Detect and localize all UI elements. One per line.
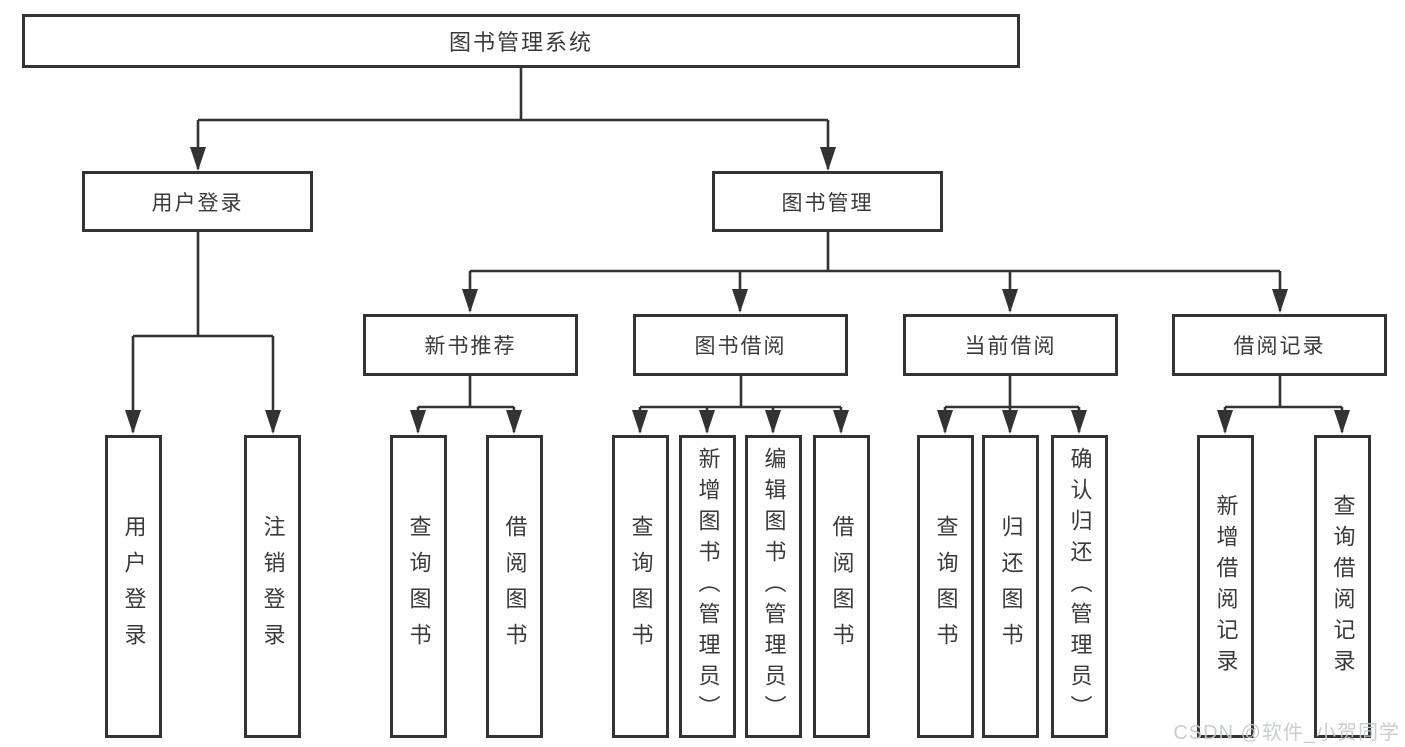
node-library-management-system: 图书管理系统 [22,14,1020,68]
leaf-query-borrow-record: 查询借阅记录 [1314,435,1371,738]
leaf-label: 用户登录 [121,514,147,659]
edge-current-split [945,376,1079,409]
leaf-confirm-return-admin: 确认归还（管理员） [1051,435,1108,738]
leaf-query-books-recommend: 查询图书 [390,435,447,738]
csdn-watermark: CSDN @软件_小贺同学 [1173,722,1400,744]
leaf-label: 新增图书（管理员） [695,447,721,726]
node-label: 借阅记录 [1233,335,1326,358]
leaf-edit-books-admin: 编辑图书（管理员） [745,435,802,738]
node-label: 图书管理 [781,191,874,215]
leaf-label: 查询图书 [933,514,959,659]
leaf-label: 查询借阅记录 [1330,493,1356,680]
node-current-borrow: 当前借阅 [903,314,1118,376]
leaf-add-borrow-record: 新增借阅记录 [1197,435,1254,738]
edge-bookmgmt-split [470,232,1280,273]
edge-root-split [198,68,828,122]
leaf-label: 注销登录 [260,514,286,659]
node-label: 图书借阅 [694,335,787,358]
leaf-label: 借阅图书 [502,514,528,659]
leaf-label: 借阅图书 [829,514,855,659]
node-book-borrow: 图书借阅 [633,314,848,376]
edge-userlogin-split [133,232,273,338]
leaf-user-login: 用户登录 [105,435,162,738]
leaf-borrow-books-recommend: 借阅图书 [486,435,543,738]
leaf-return-books: 归还图书 [982,435,1039,738]
node-label: 用户登录 [151,191,244,215]
node-label: 新书推荐 [424,335,517,358]
leaf-label: 新增借阅记录 [1213,493,1239,680]
node-user-login: 用户登录 [82,171,313,232]
node-new-book-recommend: 新书推荐 [363,314,578,376]
leaf-logout: 注销登录 [244,435,301,738]
node-label: 图书管理系统 [448,30,593,55]
leaf-label: 确认归还（管理员） [1067,447,1093,726]
leaf-label: 编辑图书（管理员） [761,447,787,726]
edge-records-split [1225,376,1342,409]
node-label: 当前借阅 [964,335,1057,358]
edge-newbook-split [418,376,514,409]
leaf-borrow-books: 借阅图书 [813,435,870,738]
leaf-label: 归还图书 [998,514,1024,659]
leaf-label: 查询图书 [628,514,654,659]
leaf-add-books-admin: 新增图书（管理员） [679,435,736,738]
leaf-query-books-borrow: 查询图书 [612,435,669,738]
leaf-query-books-current: 查询图书 [917,435,974,738]
leaf-label: 查询图书 [406,514,432,659]
node-book-management: 图书管理 [712,171,943,232]
node-borrow-records: 借阅记录 [1172,314,1387,376]
edge-borrow-split [640,376,841,409]
